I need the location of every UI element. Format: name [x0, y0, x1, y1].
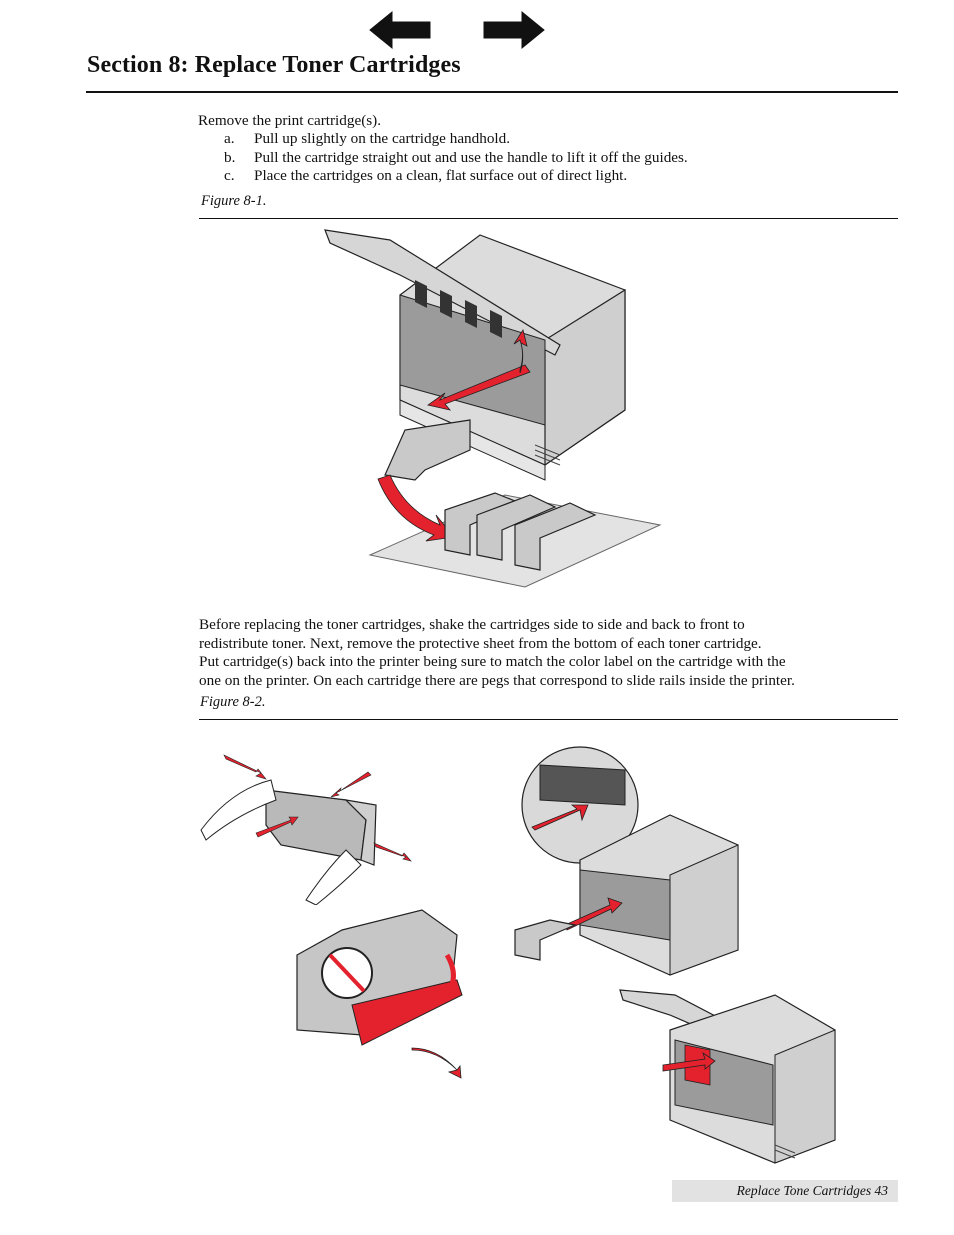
list-item: a. Pull up slightly on the cartridge han…: [224, 130, 688, 149]
paragraph-line: one on the printer. On each cartridge th…: [199, 671, 795, 689]
step-text: Pull up slightly on the cartridge handho…: [254, 130, 511, 147]
close-cover-illustration: [619, 989, 836, 1164]
figure-rule: [199, 719, 898, 720]
paragraph-line: redistribute toner. Next, remove the pro…: [199, 634, 762, 652]
shake-cartridge-illustration: [200, 754, 412, 905]
left-arrow-icon[interactable]: [368, 10, 432, 50]
figure-caption: Figure 8-1.: [201, 193, 267, 209]
page-title: Section 8: Replace Toner Cartridges: [87, 52, 461, 78]
figure-rule: [199, 218, 898, 219]
step-text: Place the cartridges on a clean, flat su…: [254, 167, 628, 184]
list-item: b. Pull the cartridge straight out and u…: [224, 149, 688, 168]
instructions-paragraph: Before replacing the toner cartridges, s…: [199, 616, 795, 690]
right-arrow-icon[interactable]: [482, 10, 546, 50]
page-footer: Replace Tone Cartridges 43: [672, 1180, 898, 1202]
figure-caption: Figure 8-2.: [200, 694, 266, 710]
title-rule: [86, 91, 898, 93]
figure-8-1-illustration: [324, 229, 662, 588]
remove-sheet-illustration: [296, 909, 463, 1079]
list-item: c. Place the cartridges on a clean, flat…: [224, 167, 688, 186]
paragraph-line: Before replacing the toner cartridges, s…: [199, 616, 745, 633]
step-marker: a.: [224, 130, 235, 147]
paragraph-line: Put cartridge(s) back into the printer b…: [199, 653, 786, 670]
step-text: Pull the cartridge straight out and use …: [254, 148, 688, 166]
step-marker: c.: [224, 167, 235, 184]
insert-cartridge-illustration: [514, 746, 739, 976]
step-marker: b.: [224, 148, 236, 166]
step-list: a. Pull up slightly on the cartridge han…: [224, 130, 688, 186]
intro-text: Remove the print cartridge(s).: [198, 112, 382, 129]
